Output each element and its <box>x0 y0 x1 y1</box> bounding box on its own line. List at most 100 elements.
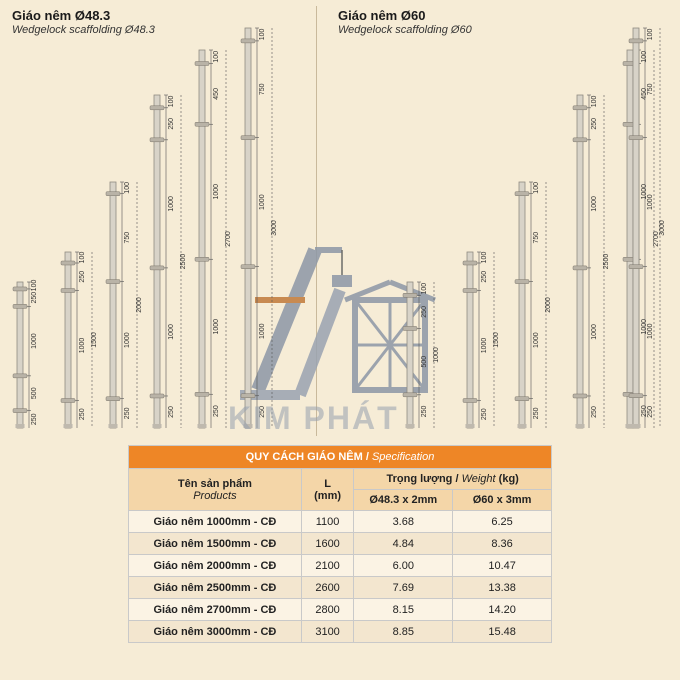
dim-label: 250 <box>213 405 220 417</box>
post-tube <box>16 281 24 429</box>
spec-cell-l: 2800 <box>300 598 355 621</box>
dim-label: 250 <box>124 407 131 419</box>
dim-label: 250 <box>647 406 654 418</box>
spec-title: QUY CÁCH GIÁO NÊM / Specification <box>128 445 552 469</box>
rosette <box>402 326 418 331</box>
dim-label: 250 <box>421 306 428 318</box>
rosette <box>402 293 418 298</box>
rosette <box>572 265 588 271</box>
dim-label: 450 <box>213 88 220 100</box>
post-tube <box>244 27 252 429</box>
dim-label: 100 <box>259 29 266 41</box>
rosette <box>514 396 530 401</box>
dim-label: 100 <box>421 283 428 295</box>
spec-table: QUY CÁCH GIÁO NÊM / Specification Tên sả… <box>128 445 552 643</box>
dim-label: 1000 <box>647 194 654 210</box>
post-tube <box>518 181 526 429</box>
spec-cell-w60: 8.36 <box>452 532 552 555</box>
dim-label: 250 <box>533 407 540 419</box>
total-label: 2700 <box>653 231 660 247</box>
dim-label: 1000 <box>213 319 220 335</box>
kim-phat-logo <box>240 247 436 400</box>
dim-label: 100 <box>647 29 654 41</box>
rosette <box>105 279 121 284</box>
rosette <box>628 135 644 140</box>
dim-label: 1000 <box>591 324 598 340</box>
rosette <box>12 408 28 413</box>
dim-label: 100 <box>31 280 38 292</box>
total-label: 1000 <box>433 347 440 363</box>
dim-label: 1000 <box>213 184 220 200</box>
post-tube <box>626 49 634 429</box>
left-subtitle: Wedgelock scaffolding Ø48.3 <box>12 24 155 36</box>
dim-label: 250 <box>31 292 38 304</box>
rosette <box>105 191 121 196</box>
rosette <box>240 264 256 269</box>
col-weight-48: Ø48.3 x 2mm <box>353 489 454 511</box>
spec-cell-w60: 10.47 <box>452 554 552 577</box>
rosette <box>105 396 121 401</box>
dim-label: 250 <box>481 408 488 420</box>
left-header: Giáo nêm Ø48.3 Wedgelock scaffolding Ø48… <box>12 8 155 36</box>
dim-label: 750 <box>647 83 654 95</box>
post-foot <box>152 424 162 428</box>
dim-label: 100 <box>641 51 648 63</box>
spec-cell-l: 1600 <box>300 532 355 555</box>
scaffold-diagram: 2505001000250100250100025010015002501000… <box>12 27 666 429</box>
total-label: 3000 <box>659 220 666 236</box>
dim-label: 1000 <box>641 184 648 200</box>
post-foot <box>405 424 415 428</box>
spec-cell-product: Giáo nêm 1500mm - CĐ <box>128 532 302 555</box>
post-foot <box>575 424 585 428</box>
right-subtitle: Wedgelock scaffolding Ø60 <box>338 24 472 36</box>
spec-cell-w60: 14.20 <box>452 598 552 621</box>
rosette <box>149 393 165 399</box>
post-tube <box>153 94 161 429</box>
rosette <box>149 137 165 143</box>
left-title: Giáo nêm Ø48.3 <box>12 8 111 23</box>
rosette <box>60 260 76 266</box>
spec-cell-w60: 15.48 <box>452 620 552 643</box>
spec-cell-product: Giáo nêm 1000mm - CĐ <box>128 510 302 533</box>
dim-label: 750 <box>259 83 266 95</box>
watermark-text: KIM PHÁT <box>228 400 399 436</box>
spec-cell-w48: 7.69 <box>353 576 454 599</box>
rosette <box>149 105 165 111</box>
spec-cell-product: Giáo nêm 3000mm - CĐ <box>128 620 302 643</box>
rosette <box>60 398 76 403</box>
spec-cell-l: 1100 <box>300 510 355 533</box>
total-label: 2000 <box>136 297 143 313</box>
rosette <box>402 392 418 398</box>
rosette <box>572 105 588 111</box>
dim-label: 250 <box>79 408 86 420</box>
dim-label: 100 <box>533 182 540 194</box>
spec-cell-product: Giáo nêm 2000mm - CĐ <box>128 554 302 577</box>
rosette <box>572 137 588 143</box>
rosette <box>240 393 256 398</box>
post-foot <box>465 424 475 428</box>
rosette <box>240 135 256 140</box>
dim-label: 1000 <box>168 196 175 212</box>
dim-label: 250 <box>168 118 175 130</box>
dim-label: 450 <box>641 88 648 100</box>
total-label: 2500 <box>603 254 610 270</box>
dim-label: 250 <box>591 406 598 418</box>
col-weight-60: Ø60 x 3mm <box>452 489 552 511</box>
total-label: 2500 <box>180 254 187 270</box>
rosette <box>194 61 210 66</box>
dim-label: 1000 <box>591 196 598 212</box>
spec-cell-l: 2600 <box>300 576 355 599</box>
dim-label: 250 <box>591 118 598 130</box>
spec-cell-l: 2100 <box>300 554 355 577</box>
